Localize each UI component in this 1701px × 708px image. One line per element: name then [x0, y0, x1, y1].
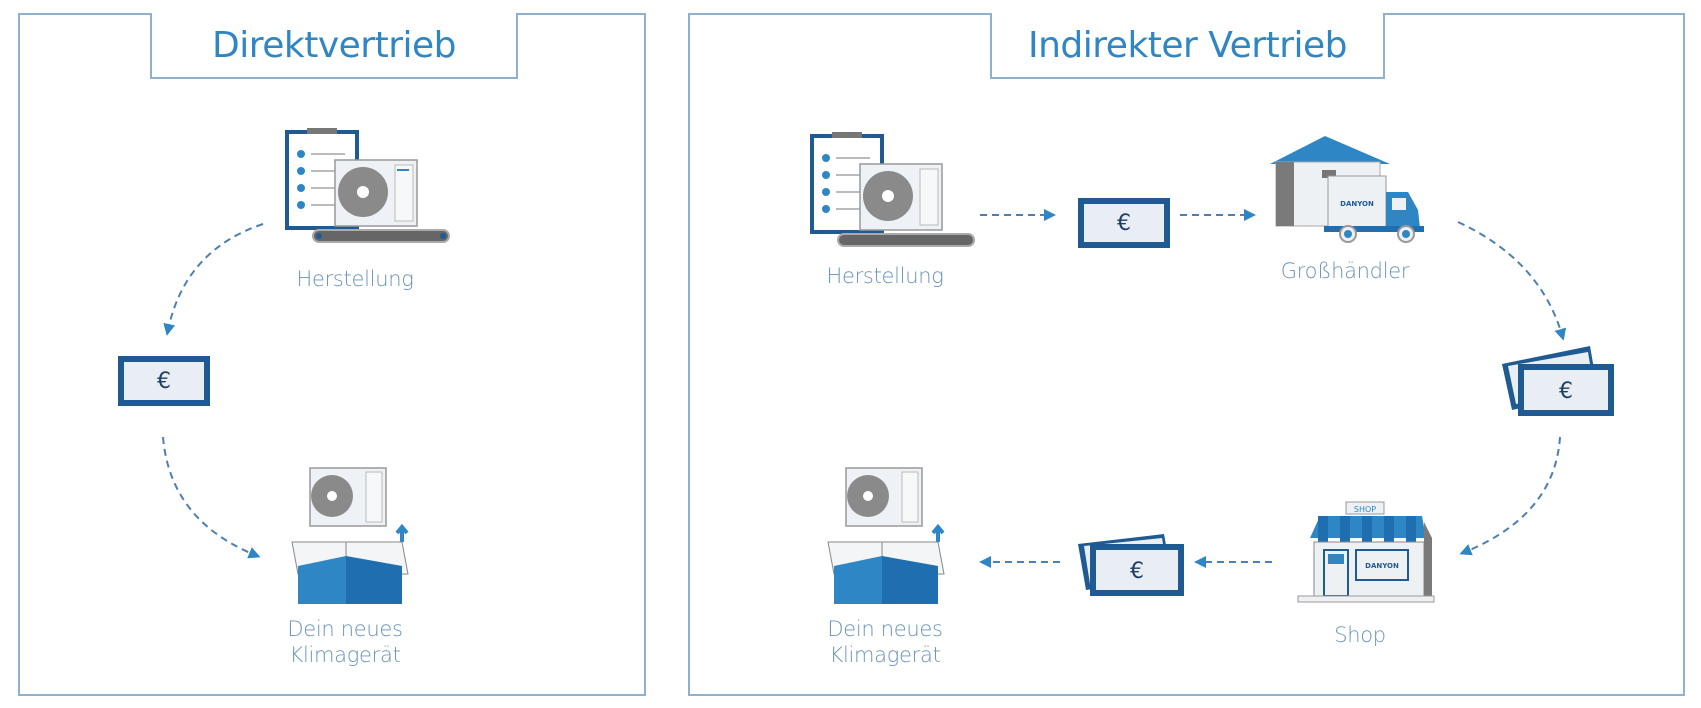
wholesaler-label: Großhändler	[1280, 259, 1410, 283]
indirect-new-ac-box-icon	[827, 467, 945, 604]
manufacturing-label: Herstellung	[296, 267, 414, 291]
indirect-sales-panel: Indirekter Vertrieb	[688, 13, 1685, 696]
payment-bills-stack-icon-2: €	[1078, 534, 1184, 596]
indirect-manufacturing-icon	[810, 132, 975, 247]
payment-bills-stack-icon: €	[1502, 346, 1614, 416]
euro-symbol: €	[1559, 379, 1573, 404]
shop-brand: DANYON	[1365, 562, 1399, 570]
truck-brand: DANYON	[1340, 200, 1374, 208]
euro-symbol: €	[1130, 559, 1144, 584]
shop-icon: SHOP DANYON	[1297, 501, 1435, 603]
wholesaler-icon: DANYON	[1270, 136, 1424, 243]
new-ac-label-line2: Klimagerät	[289, 643, 401, 667]
shop-sign: SHOP	[1354, 505, 1376, 514]
indirect-new-ac-label: Dein neues Klimagerät	[810, 616, 960, 668]
new-ac-label: Dein neues Klimagerät	[270, 616, 420, 668]
manufacturing-icon	[285, 128, 450, 243]
new-ac-box-icon	[291, 467, 409, 604]
indirect-new-ac-label-line2: Klimagerät	[829, 643, 941, 667]
direct-sales-title: Direktvertrieb	[150, 13, 518, 79]
euro-symbol: €	[1084, 204, 1164, 242]
euro-symbol: €	[124, 362, 204, 400]
indirect-sales-title: Indirekter Vertrieb	[990, 13, 1385, 79]
indirect-manufacturing-label: Herstellung	[826, 264, 944, 288]
payment-bill-icon-1: €	[1078, 198, 1170, 248]
new-ac-label-line1: Dein neues	[287, 617, 403, 641]
payment-bill-icon: €	[118, 356, 210, 406]
direct-sales-panel: Direktvertrieb	[18, 13, 646, 696]
indirect-new-ac-label-line1: Dein neues	[827, 617, 943, 641]
shop-label: Shop	[1334, 623, 1386, 647]
